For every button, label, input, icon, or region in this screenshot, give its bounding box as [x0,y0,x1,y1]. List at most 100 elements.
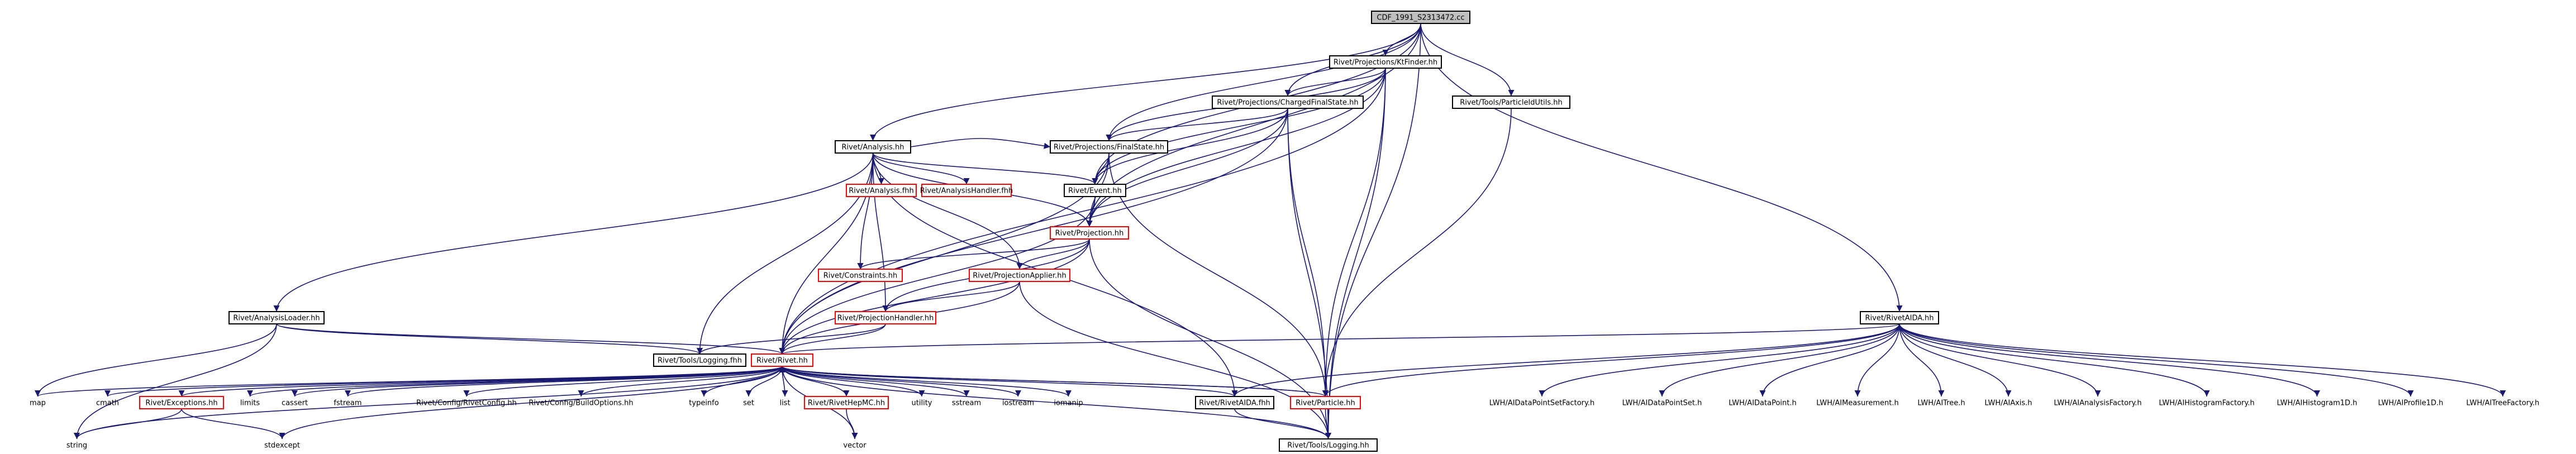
node-box [653,353,746,367]
node-analoader[interactable]: Rivet/AnalysisLoader.hh [228,311,325,324]
node-label: Rivet/Projection.hh [1055,230,1124,238]
node-label: Rivet/Tools/Logging.hh [1287,442,1369,450]
node-fstream: fstream [334,399,361,408]
edge-rivetaida-to-rivet [779,323,1900,355]
edge-chfs-to-event [1092,108,1288,185]
edge-exceptions-to-stdexcept [181,408,285,439]
node-box [751,353,813,367]
edge-rivet-to-aidafhh [782,366,1238,397]
edge-root-to-analysis [870,23,1421,141]
edge-analysis-to-anahandler [872,152,970,185]
node-label: LWH/AIDataPointSet.h [1622,399,1702,408]
node-projhandler[interactable]: Rivet/ProjectionHandler.hh [835,311,936,324]
edge-rivet-to-buildopts [578,366,783,397]
node-fs[interactable]: Rivet/Projections/FinalState.hh [1050,140,1168,154]
node-constraints[interactable]: Rivet/Constraints.hh [818,269,903,282]
node-label: Rivet/Constraints.hh [823,272,898,280]
node-treefac: LWH/AITreeFactory.h [2467,399,2540,408]
node-label: LWH/AIHistogram1D.h [2277,399,2358,408]
node-box [1290,396,1361,409]
node-rivetconfig: Rivet/Config/RivetConfig.hh [416,399,517,408]
edge-aidafhh-to-logging [1234,408,1332,439]
node-ktfinder[interactable]: Rivet/Projections/KtFinder.hh [1329,55,1442,69]
edge-analoader-to-rivet [276,323,785,355]
node-rivet[interactable]: Rivet/Rivet.hh [751,353,813,367]
edge-ktfinder-to-chfs [1284,68,1386,97]
node-label: Rivet/RivetAIDA.fhh [1199,399,1270,408]
dependency-edges [34,23,2506,439]
edge-rivetaida-to-dp [1759,323,1900,397]
node-particle[interactable]: Rivet/Particle.hh [1290,396,1361,409]
node-label: string [66,442,87,450]
node-rivetaida[interactable]: Rivet/RivetAIDA.hh [1860,311,1939,324]
edge-chfs-to-projection [1086,108,1288,227]
node-pidutils[interactable]: Rivet/Tools/ParticleIdUtils.hh [1452,95,1570,109]
node-event[interactable]: Rivet/Event.hh [1064,184,1126,197]
node-anafh[interactable]: Rivet/Analysis.fhh [846,184,917,197]
edge-analysis-to-projapplier [872,152,1023,270]
edge-ktfinder-to-particle [1322,68,1386,397]
node-chfs[interactable]: Rivet/Projections/ChargedFinalState.hh [1212,95,1364,109]
node-label: Rivet/Projections/FinalState.hh [1054,144,1164,152]
node-box [921,184,1012,197]
edge-projapplier-to-projhandler [882,281,1020,312]
node-box [1212,95,1364,109]
edge-rivet-to-limits [247,366,783,397]
node-root[interactable]: CDF_1991_S2313472.cc [1371,11,1470,24]
edge-projhandler-to-rivet [779,323,886,355]
edge-rivetaida-to-axis [1899,323,2012,397]
edge-chfs-to-logging [1287,108,1332,439]
node-label: map [30,399,46,408]
edge-rivet-to-cassert [292,366,783,397]
node-analysis[interactable]: Rivet/Analysis.hh [835,140,911,154]
edge-root-to-rivetaida [1420,23,1903,312]
node-label: Rivet/ProjectionHandler.hh [837,314,934,323]
node-meas: LWH/AIMeasurement.h [1816,399,1898,408]
edge-rivet-to-sstream [782,366,970,397]
node-box [1064,184,1126,197]
node-projapplier[interactable]: Rivet/ProjectionApplier.hh [969,269,1070,282]
node-box [835,311,936,324]
node-box [835,140,911,154]
node-aidafhh[interactable]: Rivet/RivetAIDA.fhh [1195,396,1274,409]
node-logging[interactable]: Rivet/Tools/Logging.hh [1279,438,1378,452]
node-label: limits [240,399,260,408]
edge-rivetaida-to-particle [1322,323,1900,397]
node-box [1050,140,1168,154]
node-map: map [30,399,46,408]
edge-analoader-to-logfhh [276,323,703,355]
node-label: cmath [96,399,119,408]
node-hepmc[interactable]: Rivet/RivetHepMC.hh [804,396,889,409]
node-box [818,269,903,282]
edge-rivet-to-iostream [782,366,1021,397]
node-label: LWH/AIAxis.h [1984,399,2032,408]
node-label: Rivet/ProjectionApplier.hh [973,272,1066,280]
node-logfhh[interactable]: Rivet/Tools/Logging.fhh [653,353,746,367]
edge-particle-to-logging [1325,408,1332,439]
edge-rivet-to-utility [782,366,925,397]
node-exceptions[interactable]: Rivet/Exceptions.hh [139,396,224,409]
node-anahandler[interactable]: Rivet/AnalysisHandler.fhh [920,184,1013,197]
node-box [804,396,889,409]
edge-hepmc-to-vector [846,408,858,439]
edge-rivetaida-to-anafac [1899,323,2101,397]
edge-root-to-projection [1086,23,1421,227]
node-label: fstream [334,399,361,408]
edge-rivetaida-to-dps [1659,323,1900,397]
node-label: Rivet/RivetAIDA.hh [1865,314,1934,323]
edge-exceptions-to-string [73,408,182,439]
edge-root-to-pidutils [1420,23,1515,97]
node-buildopts: Rivet/Config/BuildOptions.hh [528,399,633,408]
node-typeinfo: typeinfo [689,399,718,408]
edge-particle-to-rivet [779,366,1326,397]
node-box [1050,226,1129,240]
node-label: Rivet/Projections/ChargedFinalState.hh [1217,99,1358,107]
node-utility: utility [912,399,932,408]
node-string: string [66,442,87,450]
node-label: Rivet/Projections/KtFinder.hh [1334,59,1437,67]
edge-rivetaida-to-meas [1854,323,1900,397]
node-label: iostream [1002,399,1034,408]
node-projection[interactable]: Rivet/Projection.hh [1050,226,1129,240]
node-anafac: LWH/AIAnalysisFactory.h [2054,399,2141,408]
node-label: typeinfo [689,399,718,408]
